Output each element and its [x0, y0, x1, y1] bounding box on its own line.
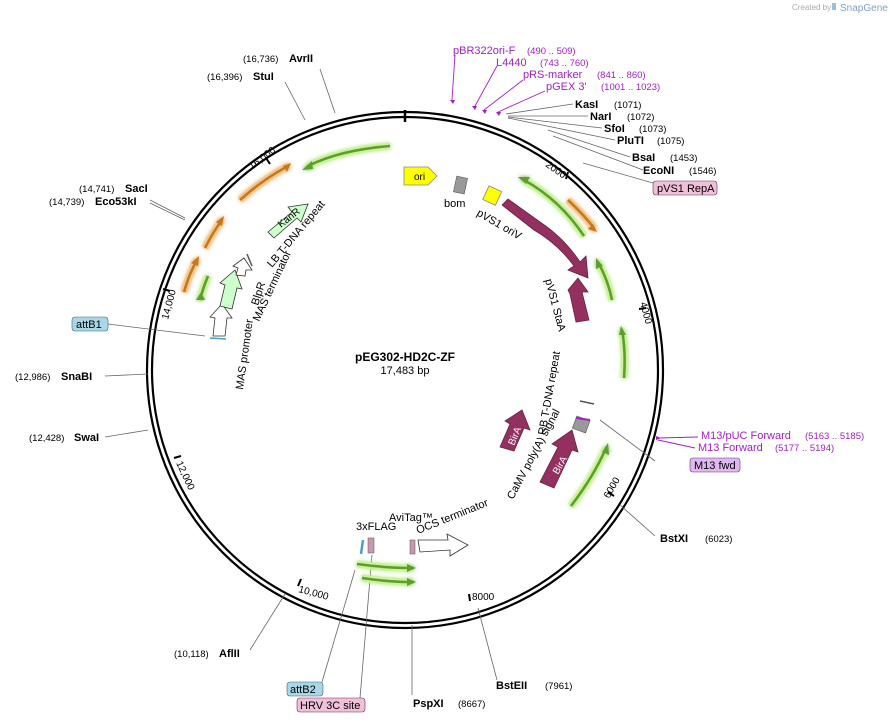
pvs1-oriv-block[interactable] [482, 185, 503, 206]
bom-feature[interactable] [453, 175, 468, 195]
site-nari[interactable]: NarI [590, 111, 611, 123]
site-sfoi-pos: (1073) [639, 124, 666, 135]
site-sfoi[interactable]: SfoI [604, 123, 625, 135]
plasmid-name: pEG302-HD2C-ZF [355, 350, 455, 364]
bira-feature-1[interactable]: BirA [499, 409, 531, 452]
site-pluti-pos: (1075) [657, 136, 684, 147]
rb-marker [579, 400, 595, 405]
attb1-box[interactable]: attB1 [71, 316, 109, 332]
site-bsteii[interactable]: BstEII [496, 680, 527, 692]
site-bstxi-pos: (6023) [705, 534, 732, 545]
site-snabi[interactable]: SnaBI [61, 371, 92, 383]
pvs1-repa-feature[interactable] [501, 198, 589, 279]
tick-2000: 2000 [543, 159, 568, 181]
tick-8000: 8000 [472, 592, 495, 603]
orf-arrows [196, 142, 629, 586]
site-pspxi-pos: (8667) [458, 699, 485, 710]
primer-m13-forward-pos: (5177 .. 5194) [775, 443, 834, 454]
site-econi[interactable]: EcoNI [643, 165, 674, 177]
attb1-mark [209, 337, 227, 340]
site-aflii-pos: (10,118) [174, 649, 209, 660]
lb-marker [246, 253, 253, 267]
site-stui[interactable]: StuI [253, 71, 274, 83]
primer-m13-puc-forward-pos: (5163 .. 5185) [805, 431, 864, 442]
site-bsteii-pos: (7961) [545, 681, 572, 692]
attb1-label: attB1 [76, 319, 102, 331]
pvs1-repa-label: pVS1 RepA [657, 183, 715, 195]
tick-6000: 6000 [602, 475, 623, 500]
attb1-leader [107, 323, 206, 337]
primer-pbr322ori-f-pos: (490 .. 509) [527, 46, 576, 57]
flag-feature[interactable] [367, 537, 375, 554]
mas-terminator-feature[interactable] [232, 257, 253, 277]
pvs1-staa-feature[interactable] [567, 277, 590, 323]
m13-primer-mark [575, 417, 591, 421]
primer-pgex3[interactable]: pGEX 3' [546, 81, 587, 93]
site-snabi-pos: (12,986) [15, 372, 50, 383]
site-aflii[interactable]: AflII [219, 648, 240, 660]
orange-arrows [180, 162, 597, 293]
mas-promoter-feature[interactable] [209, 303, 233, 337]
site-pluti[interactable]: PluTI [617, 135, 644, 147]
attb2-mark [359, 539, 365, 555]
created-by-label: Created by [792, 3, 831, 12]
bom-label: bom [444, 198, 465, 210]
site-avrii[interactable]: AvrII [289, 53, 313, 65]
tick-16000: 16,000 [247, 145, 278, 173]
attb2-leader [321, 569, 356, 683]
hrv3c-label: HRV 3C site [300, 700, 360, 712]
site-leaders [104, 68, 656, 695]
site-eco53ki-pos: (14,739) [49, 197, 84, 208]
snapgene-brand: SnapGene [840, 3, 888, 14]
site-saci-pos: (14,741) [79, 184, 114, 195]
mas-promoter-label: MAS promoter [234, 318, 256, 390]
tick-12000: 12,000 [173, 460, 196, 493]
primer-l4440-pos: (743 .. 760) [540, 58, 589, 69]
m13-fwd-box[interactable]: M13 fwd [689, 457, 741, 473]
pvs1-repa-box[interactable]: pVS1 RepA [652, 180, 718, 196]
primer-m13-forward[interactable]: M13 Forward [698, 442, 763, 454]
site-avrii-pos: (16,736) [243, 54, 278, 65]
pvs1-staa-label: pVS1 StaA [542, 278, 568, 334]
primer-leaders [451, 54, 699, 449]
flag-label: 3xFLAG [356, 521, 396, 533]
hrv3c-box[interactable]: HRV 3C site [296, 697, 366, 713]
site-pspxi[interactable]: PspXI [413, 698, 444, 710]
snapgene-logo-icon [832, 3, 836, 10]
site-bsai-pos: (1453) [670, 153, 697, 164]
site-nari-pos: (1072) [627, 112, 654, 123]
site-stui-pos: (16,396) [207, 72, 242, 83]
primer-l4440[interactable]: L4440 [496, 57, 527, 69]
site-bsai[interactable]: BsaI [632, 152, 655, 164]
site-bstxi[interactable]: BstXI [660, 533, 688, 545]
ocs-terminator-feature[interactable] [417, 533, 469, 557]
site-saci[interactable]: SacI [125, 183, 148, 195]
site-kasi[interactable]: KasI [575, 99, 598, 111]
primer-prs-marker-pos: (841 .. 860) [597, 70, 646, 81]
avitag-label: AviTag™ [389, 512, 433, 524]
blpr-feature[interactable] [219, 269, 243, 310]
site-swai[interactable]: SwaI [74, 432, 99, 444]
m13-fwd-label: M13 fwd [694, 460, 736, 472]
primer-prs-marker[interactable]: pRS-marker [523, 69, 583, 81]
avitag-feature[interactable] [409, 539, 416, 555]
tick-4000: 4000 [637, 301, 653, 326]
primer-arrow-icons [450, 100, 661, 440]
ori-label: ori [414, 172, 425, 183]
primer-m13-puc-forward[interactable]: M13/pUC Forward [701, 430, 791, 442]
ori-feature[interactable]: ori [403, 166, 438, 186]
attb2-label: attB2 [290, 684, 316, 696]
site-swai-pos: (12,428) [29, 433, 64, 444]
site-kasi-pos: (1071) [614, 100, 641, 111]
kanr-feature[interactable] [267, 203, 309, 239]
attb2-box[interactable]: attB2 [286, 681, 324, 697]
site-econi-pos: (1546) [689, 166, 716, 177]
site-eco53ki[interactable]: Eco53kI [95, 196, 137, 208]
primer-pbr322ori-f[interactable]: pBR322ori-F [453, 45, 516, 57]
primer-pgex3-pos: (1001 .. 1023) [601, 82, 660, 93]
tick-marks [162, 157, 647, 602]
plasmid-size: 17,483 bp [381, 365, 430, 377]
